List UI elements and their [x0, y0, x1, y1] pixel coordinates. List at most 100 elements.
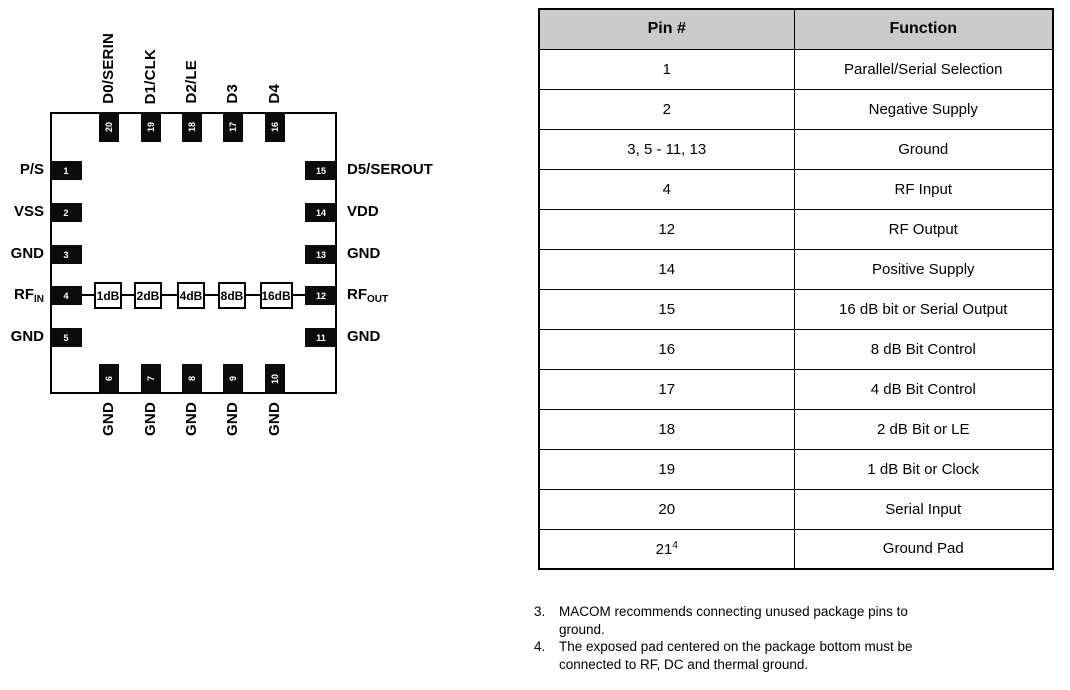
pin-cell-value: 20 [658, 500, 676, 518]
pin-cell: 14 [538, 248, 795, 290]
pin-label-right: GND [347, 244, 380, 264]
pin-number: 13 [315, 249, 326, 260]
function-cell: Ground [793, 128, 1054, 170]
pin-label-left: RFIN [0, 285, 44, 310]
pin-label-left: GND [0, 244, 44, 264]
pin-number: 3 [63, 249, 69, 260]
pin-pad-bottom: 6 [99, 364, 119, 394]
pin-cell: 15 [538, 288, 795, 330]
function-cell: 1 dB Bit or Clock [793, 448, 1054, 490]
pin-pad-left: 5 [50, 328, 82, 347]
pin-number: 9 [228, 376, 238, 382]
pin-number: 20 [104, 121, 114, 132]
table-row: 1 Parallel/Serial Selection [538, 48, 1054, 90]
function-cell: Serial Input [793, 488, 1054, 530]
pin-pad-right: 13 [305, 245, 337, 264]
pin-number: 19 [146, 121, 156, 132]
pin-label-text: RF [347, 286, 367, 303]
pin-number: 8 [187, 376, 197, 382]
table-row: 4 RF Input [538, 168, 1054, 210]
function-cell: 16 dB bit or Serial Output [793, 288, 1054, 330]
pin-label-left: GND [0, 327, 44, 347]
pin-number: 11 [316, 332, 326, 343]
pin-cell: 1 [538, 48, 795, 90]
footnote-number: 4. [534, 639, 546, 654]
pin-label-text: GND [347, 245, 381, 262]
pin-pad-top: 20 [99, 112, 119, 142]
pin-label-left: VSS [0, 202, 44, 222]
attenuator-block: 4dB [177, 282, 205, 309]
function-cell: Parallel/Serial Selection [793, 48, 1054, 90]
pin-label-right: RFOUT [347, 285, 388, 310]
footnote: 3.MACOM recommends connecting unused pac… [534, 603, 1062, 638]
pin-number: 18 [187, 121, 197, 132]
pin-label-right: GND [347, 327, 380, 347]
attenuator-block: 1dB [94, 282, 122, 309]
function-cell: RF Output [793, 208, 1054, 250]
pin-number-header: Pin # [538, 8, 795, 50]
attenuator-block: 2dB [134, 282, 162, 309]
table-header-row: Pin # Function [538, 8, 1054, 50]
footnote-text: MACOM recommends connecting unused packa… [559, 604, 908, 637]
pin-label-top: D2/LE [183, 60, 200, 104]
pin-cell-value: 4 [662, 180, 671, 198]
pin-number: 7 [146, 376, 156, 382]
pin-cell: 214 [538, 528, 795, 570]
pin-function-table: Pin # Function 1 Parallel/Serial Selectio… [538, 8, 1054, 570]
pin-cell-value: 14 [658, 260, 676, 278]
pin-cell: 18 [538, 408, 795, 450]
pin-pad-left: 4 [50, 286, 82, 305]
pin-label-text: VSS [13, 203, 44, 220]
pin-pad-top: 19 [141, 112, 161, 142]
pin-label-bottom: GND [224, 402, 241, 436]
pin-label-right: D5/SEROUT [347, 160, 433, 180]
pin-cell-value: 1 [662, 60, 671, 78]
footnote: 4. The exposed pad centered on the packag… [534, 638, 1062, 673]
footnote-text: The exposed pad centered on the package … [559, 639, 913, 672]
attenuator-block: 16dB [259, 282, 293, 309]
attenuator-label: 2dB [136, 288, 160, 303]
pin-cell-value: 21 [655, 540, 673, 558]
pin-cell-value: 12 [658, 220, 676, 238]
pin-number: 15 [315, 165, 326, 176]
pin-pad-left: 1 [50, 161, 82, 180]
pin-pad-bottom: 10 [265, 364, 285, 394]
pin-cell: 19 [538, 448, 795, 490]
pin-cell: 16 [538, 328, 795, 370]
pin-label-bottom: GND [142, 402, 159, 436]
pin-label-top: D1/CLK [142, 48, 159, 104]
pin-pad-bottom: 7 [141, 364, 161, 394]
pin-cell-value: 17 [658, 380, 676, 398]
pin-function-table-wrap: Pin # Function 1 Parallel/Serial Selectio… [538, 8, 1054, 570]
pin-pad-top: 16 [265, 112, 285, 142]
pin-footnote-ref: 4 [672, 539, 678, 551]
attenuator-label: 1dB [96, 288, 120, 303]
function-header: Function [793, 8, 1054, 50]
pin-label-top: D0/SERIN [100, 33, 117, 104]
pin-number: 6 [104, 376, 114, 382]
function-cell: RF Input [793, 168, 1054, 210]
pin-cell-value: 16 [658, 340, 676, 358]
function-cell: 4 dB Bit Control [793, 368, 1054, 410]
pin-number: 17 [228, 121, 238, 132]
pin-label-text: GND [10, 328, 44, 345]
pin-pad-right: 15 [305, 161, 337, 180]
pin-label-subscript: OUT [367, 294, 389, 305]
function-cell: Negative Supply [793, 88, 1054, 130]
pin-label-text: GND [347, 328, 381, 345]
pin-label-left: P/S [0, 160, 44, 180]
pin-number: 12 [315, 290, 326, 301]
pin-cell: 3, 5 - 11, 13 [538, 128, 795, 170]
table-row: 12 RF Output [538, 208, 1054, 250]
pin-pad-right: 12 [305, 286, 337, 305]
pin-number: 4 [63, 290, 69, 301]
pin-cell: 17 [538, 368, 795, 410]
pin-pad-right: 11 [305, 328, 337, 347]
